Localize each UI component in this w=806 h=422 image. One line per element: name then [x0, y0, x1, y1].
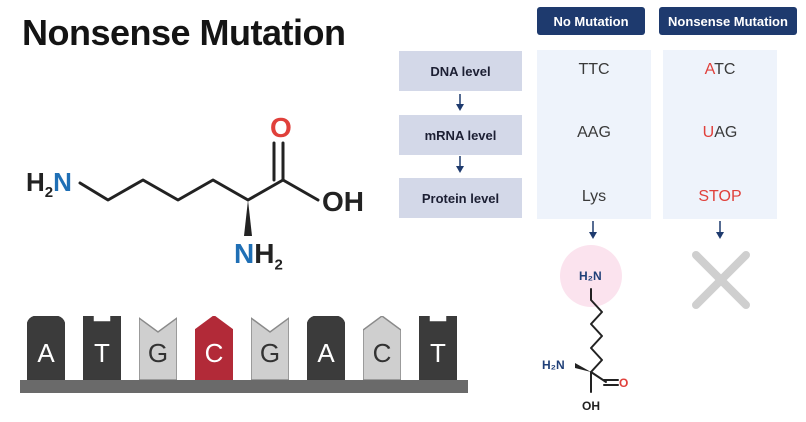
dna-base-a: A [27, 316, 65, 380]
hydroxyl-group: OH [322, 186, 364, 217]
lysine-skeleton [78, 141, 320, 236]
base-shape [139, 317, 177, 380]
small-carbonyl-oxygen: O [619, 376, 629, 390]
base-shape [195, 316, 233, 380]
no-mutation-dna: TTC [578, 61, 610, 78]
nonsense-mutation-mrna: UAG [702, 124, 738, 141]
carbonyl-oxygen: O [270, 112, 292, 143]
protein-level-label: Protein level [399, 178, 522, 218]
dna-base-letter: T [430, 338, 446, 368]
amine-group-left: H2N [26, 167, 72, 202]
dna-level-label: DNA level [399, 51, 522, 91]
mrna-level-label: mRNA level [399, 115, 522, 155]
dna-base-a: A [307, 316, 345, 380]
arrow-down-icon [716, 221, 724, 239]
base-shape [27, 316, 65, 380]
dna-base-t: T [83, 316, 121, 380]
base-shape [363, 316, 401, 380]
base-shape [307, 316, 345, 380]
dna-base-c: C [363, 316, 401, 380]
dna-base-letter: T [94, 338, 110, 368]
dna-backbone [20, 380, 468, 393]
small-hydroxyl: OH [582, 399, 600, 413]
level-arrows [456, 94, 464, 173]
arrow-down-icon [456, 156, 464, 173]
dna-base-letter: A [37, 338, 55, 368]
page-title: Nonsense Mutation [22, 12, 346, 53]
no-mutation-header: No Mutation [537, 7, 645, 35]
dna-base-letter: C [372, 338, 392, 368]
dna-base-letter: C [204, 338, 224, 368]
dna-base-letter: G [259, 338, 281, 368]
no-mutation-panel [537, 50, 651, 219]
dna-base-c: C [195, 316, 233, 380]
base-shape [83, 316, 121, 380]
dna-base-g: G [139, 316, 177, 380]
dna-base-g: G [251, 316, 289, 380]
base-shape [419, 316, 457, 380]
small-alpha-amine: H₂N [542, 358, 565, 372]
alpha-amine-group: NH2 [234, 238, 283, 274]
lysine-small-skeleton [560, 245, 622, 393]
no-mutation-protein: Lys [581, 188, 607, 205]
no-mutation-mrna: AAG [577, 124, 611, 141]
nonsense-mutation-dna: ATC [704, 61, 736, 78]
dna-base-letter: G [147, 338, 169, 368]
nonsense-mutation-panel [663, 50, 777, 219]
arrow-down-icon [456, 94, 464, 111]
x-mark-icon [692, 251, 750, 309]
dna-base-t: T [419, 316, 457, 380]
dna-base-letter: A [317, 338, 335, 368]
nonsense-mutation-header: Nonsense Mutation [659, 7, 797, 35]
base-shape [251, 317, 289, 380]
nonsense-mutation-protein: STOP [698, 188, 742, 205]
small-top-amine: H₂N [579, 269, 602, 283]
arrow-down-icon [589, 221, 597, 239]
